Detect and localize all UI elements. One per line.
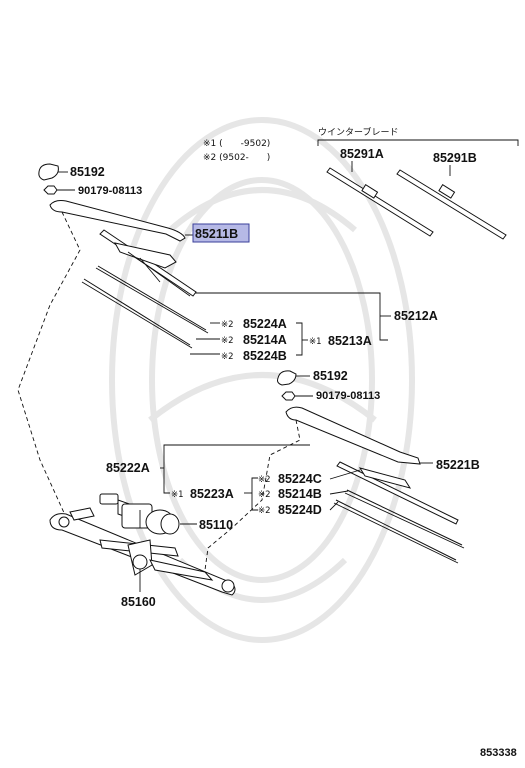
cap-85192-top [38,163,68,181]
winter-blade-group: ウインターブレード 85291A 85291B [317,126,519,240]
wiper-linkage-85160 [49,507,236,596]
front-blade-yoke [114,242,177,269]
winter-blade-b-clip [438,184,456,199]
part-label-85224a[interactable]: 85224A [243,317,287,331]
watermark [109,117,415,643]
highlight-85211b [192,223,250,243]
part-label-85212a[interactable]: 85212A [394,309,438,323]
part-label-85214b[interactable]: 85214B [278,487,322,501]
part-label-85222a[interactable]: 85222A [106,461,150,475]
mark-2-85224c: ※2 [258,475,271,485]
front-arm-dashed-path [17,211,81,516]
part-label-85291a[interactable]: 85291A [340,147,384,161]
part-label-85160[interactable]: 85160 [121,595,156,609]
part-label-90179-mid[interactable]: 90179-08113 [316,390,380,402]
cap-85192-mid [277,370,310,386]
mark-2-85224d: ※2 [258,506,271,516]
winter-blade-a-clip [361,184,379,199]
part-label-85192-top[interactable]: 85192 [70,165,105,179]
mark-2-85224a: ※2 [221,320,234,330]
part-label-85291b[interactable]: 85291B [433,151,477,165]
footnote-1: ※1 ( -9502) [203,139,270,149]
mark-2-85224b: ※2 [221,352,234,362]
nut-90179-mid [281,391,313,401]
part-label-85223a[interactable]: 85223A [190,487,234,501]
footnote-2: ※2 (9502- ) [203,153,270,163]
front-refill-1 [97,265,207,331]
front-wiper-arm-shape [49,200,186,242]
part-label-85224b[interactable]: 85224B [243,349,287,363]
wiper-motor-85110 [99,493,180,535]
winter-blade-header: ウインターブレード [318,126,398,138]
passenger-refill-1 [346,489,463,546]
passenger-wiper-arm-shape [285,406,421,465]
part-label-85224d[interactable]: 85224D [278,503,322,517]
diagram-id: 853338 [480,747,517,759]
mark-2-85214b: ※2 [258,490,271,500]
part-label-85211b[interactable]: 85211B [195,227,238,241]
part-label-90179-top[interactable]: 90179-08113 [78,185,142,197]
part-label-85214a[interactable]: 85214A [243,333,287,347]
part-label-85224c[interactable]: 85224C [278,472,322,486]
mark-1-85213a: ※1 [309,337,322,347]
part-label-85192-mid[interactable]: 85192 [313,369,348,383]
winter-blade-b-shape [396,169,507,240]
winter-blade-a-shape [326,167,434,237]
mark-1-85223a: ※1 [171,490,184,500]
passenger-blade-frame [336,461,459,525]
front-refill-2 [83,278,191,346]
passenger-arm-dashed-path [204,419,301,571]
passenger-blade-yoke [358,467,412,489]
part-label-85221b[interactable]: 85221B [436,458,480,472]
mark-2-85214a: ※2 [221,336,234,346]
part-label-85110[interactable]: 85110 [199,518,233,532]
part-label-85213a[interactable]: 85213A [328,334,372,348]
nut-90179-top [43,185,75,195]
passenger-refill-2 [335,499,457,561]
